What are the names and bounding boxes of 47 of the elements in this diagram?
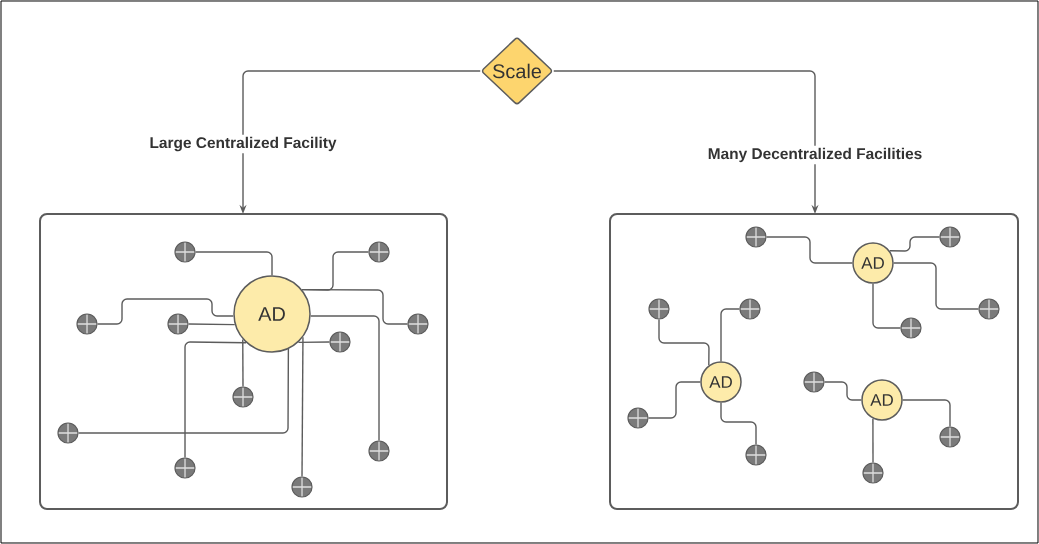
connector	[765, 236, 853, 264]
connector	[823, 381, 862, 401]
connector	[297, 341, 331, 344]
connector	[310, 315, 380, 442]
panel-box	[609, 213, 1019, 510]
crossed-circle	[232, 386, 254, 408]
crossed-circle	[368, 440, 390, 462]
connector	[77, 348, 290, 434]
connector	[194, 251, 273, 276]
connector	[187, 323, 236, 326]
crossed-circle	[745, 226, 767, 248]
edge-label: Many Decentralized Facilities	[705, 145, 925, 165]
crossed-circle	[329, 331, 351, 353]
crossed-circle	[174, 457, 196, 479]
connector	[720, 402, 757, 446]
crossed-circle	[167, 313, 189, 335]
crossed-circle	[745, 444, 767, 466]
edge-label: Large Centralized Facility	[147, 134, 339, 154]
crossed-circle	[291, 476, 313, 498]
connector	[872, 283, 902, 329]
crossed-circle	[648, 298, 670, 320]
connector	[301, 336, 304, 478]
crossed-circle	[900, 317, 922, 339]
crossed-circle	[76, 313, 98, 335]
panel-box	[39, 213, 448, 510]
crossed-circle	[862, 462, 884, 484]
connector	[889, 236, 941, 252]
connector	[872, 417, 874, 464]
crossed-circle	[739, 298, 761, 320]
crossed-circle	[627, 407, 649, 429]
crossed-circle	[368, 241, 390, 263]
crossed-circle	[939, 426, 961, 448]
crossed-circle	[939, 226, 961, 248]
connector	[720, 308, 741, 362]
connector	[184, 341, 247, 459]
connector	[658, 318, 710, 366]
connector	[647, 381, 701, 419]
connector	[301, 288, 409, 325]
crossed-circle	[803, 371, 825, 393]
connector	[893, 262, 980, 310]
connector	[242, 338, 244, 388]
crossed-circle	[57, 422, 79, 444]
crossed-circle	[174, 241, 196, 263]
crossed-circle	[407, 313, 429, 335]
connector	[902, 399, 951, 428]
crossed-circle	[978, 298, 1000, 320]
connector	[96, 298, 234, 325]
